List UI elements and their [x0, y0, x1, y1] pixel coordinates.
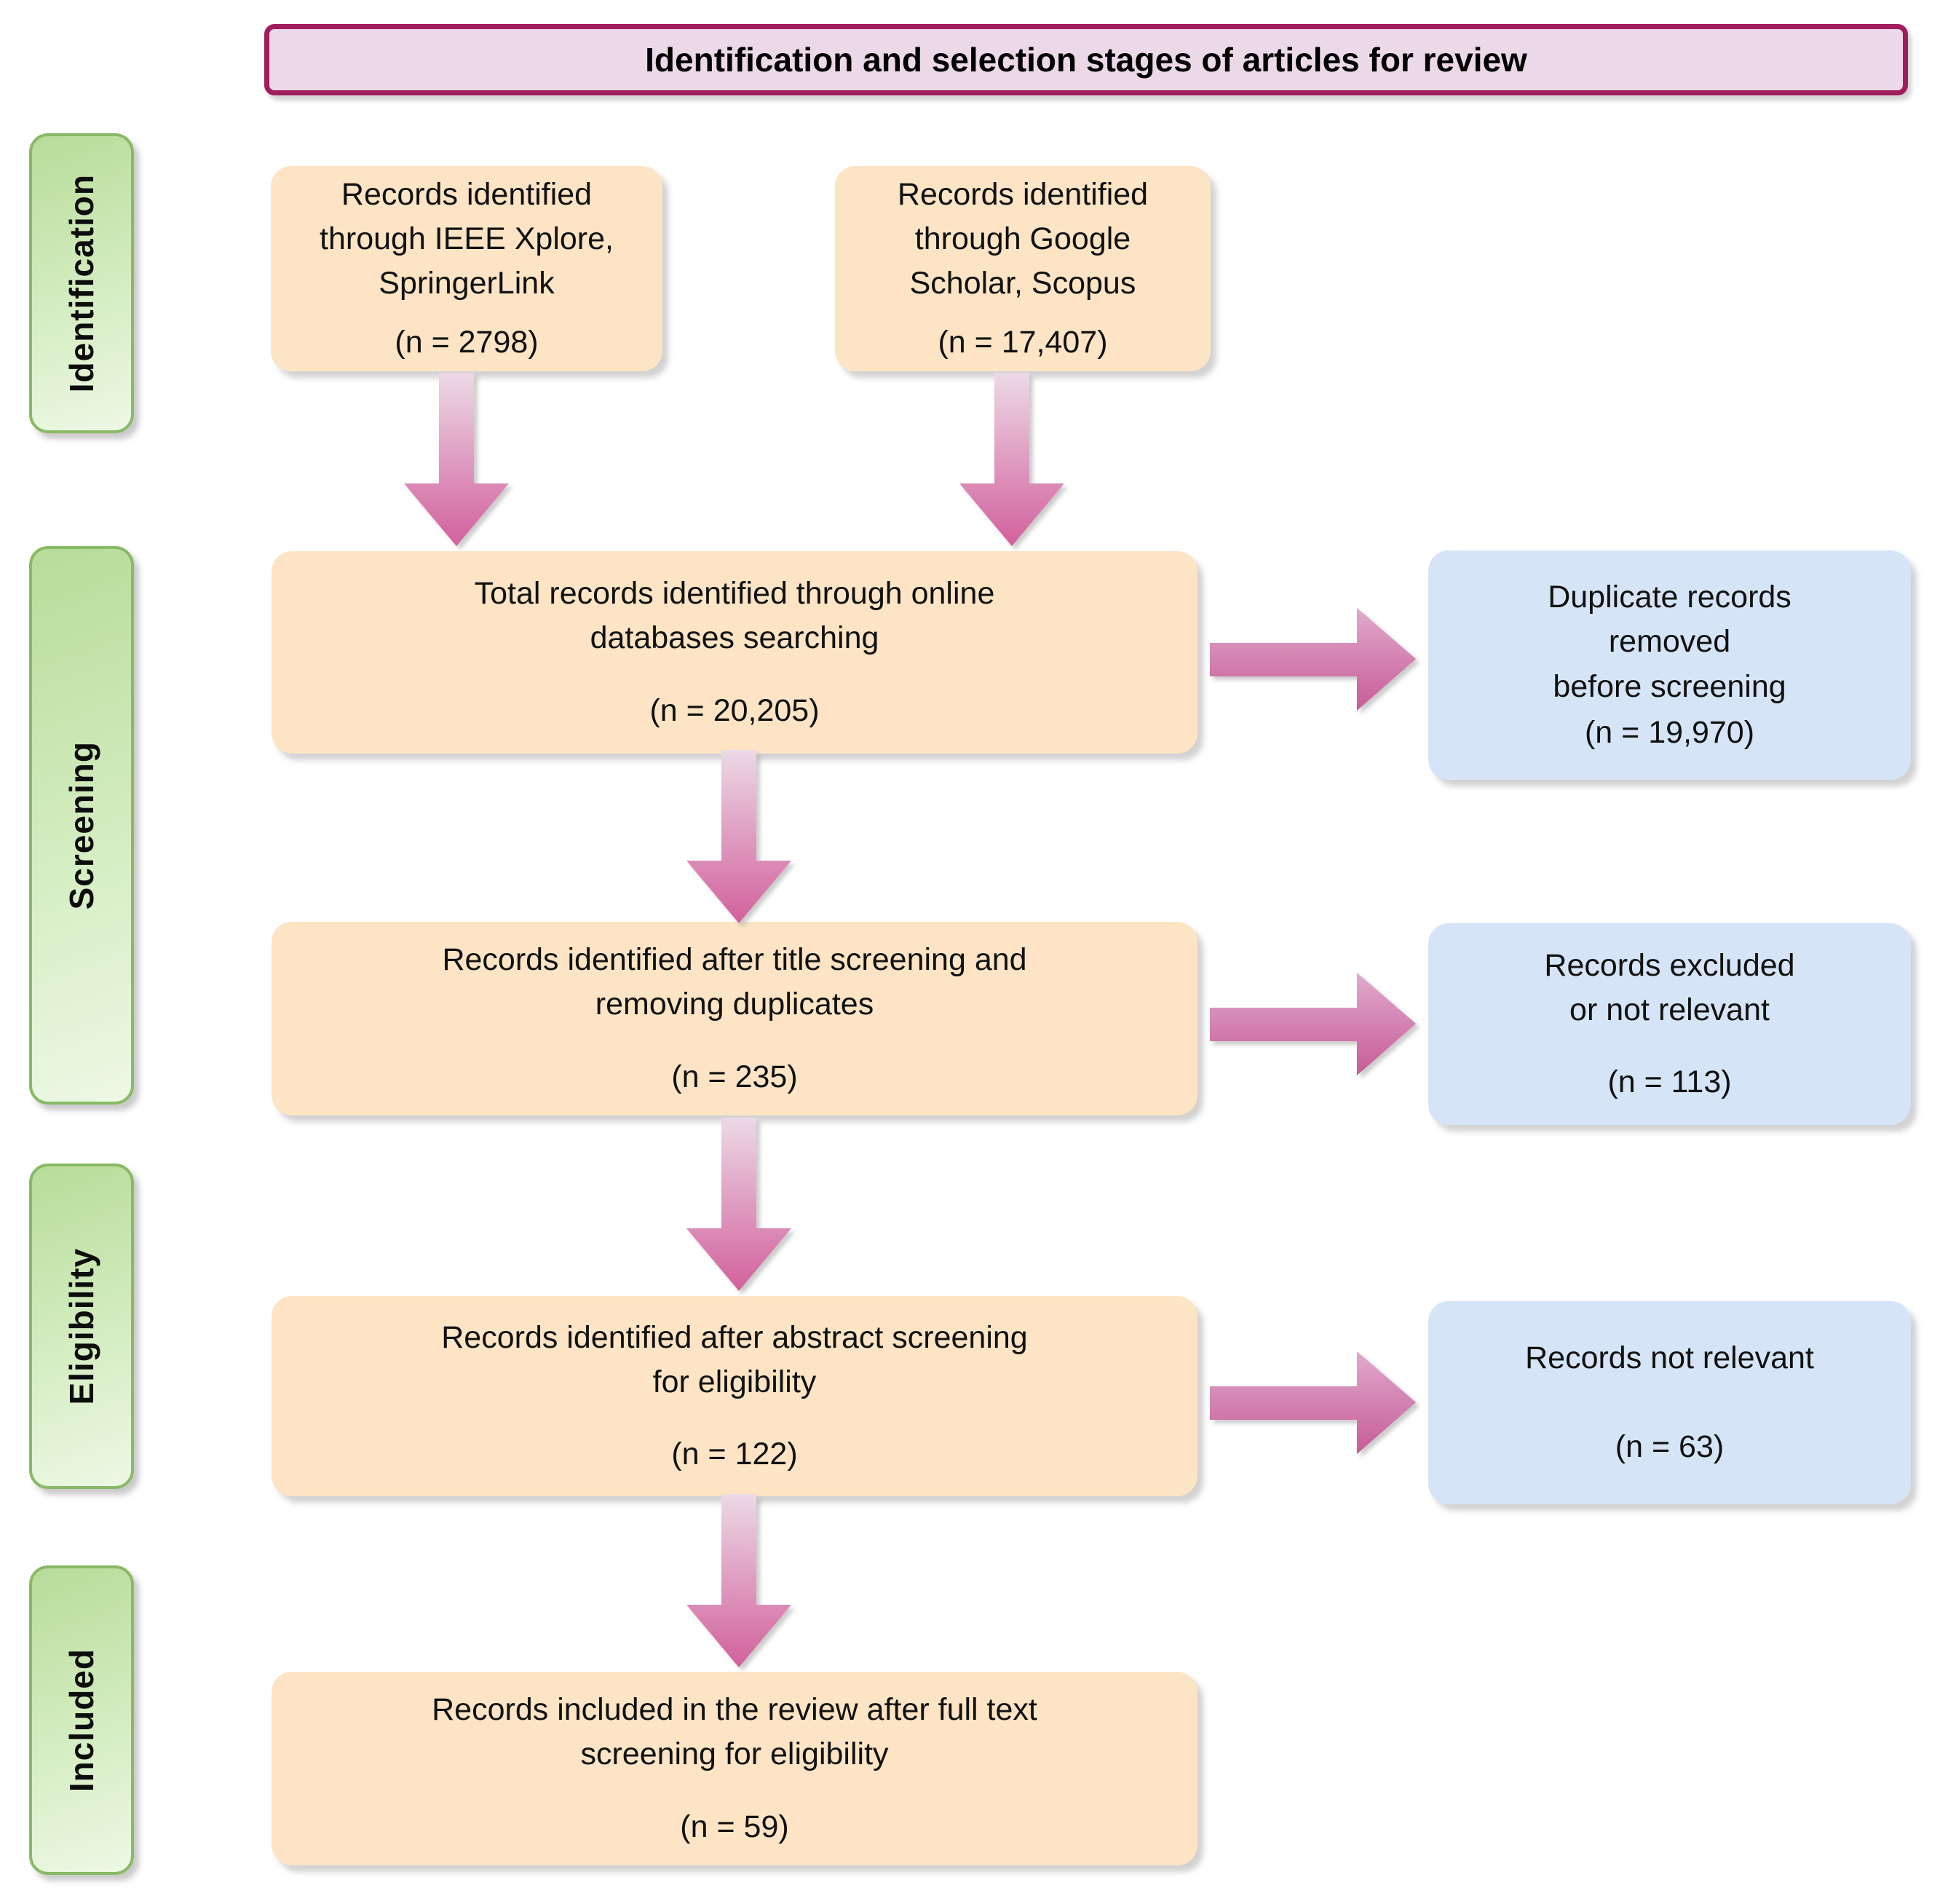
box-included-records-text: Records included in the review after ful… [432, 1692, 1037, 1772]
diagram-title-banner: Identification and selection stages of a… [264, 24, 1908, 95]
box-included-records: Records included in the review after ful… [272, 1672, 1197, 1865]
box-records-excluded: Records excluded or not relevant (n = 11… [1428, 923, 1911, 1125]
box-records-excluded-count: (n = 113) [1607, 1064, 1732, 1100]
box-title-screening: Records identified after title screening… [272, 922, 1197, 1115]
stage-screening-label: Screening [63, 740, 100, 910]
box-records-ieee-springer: Records identified through IEEE Xplore, … [271, 166, 662, 371]
arrow-down-icon [404, 373, 509, 546]
box-records-not-relevant-count: (n = 63) [1615, 1429, 1725, 1464]
arrow-right-icon [1210, 608, 1416, 711]
box-duplicates-removed-text: Duplicate records removed before screeni… [1548, 580, 1791, 704]
stage-eligibility: Eligibility [29, 1164, 134, 1489]
stage-screening: Screening [29, 546, 134, 1105]
box-abstract-screening-text: Records identified after abstract screen… [441, 1319, 1028, 1399]
box-total-records-text: Total records identified through online … [474, 576, 995, 656]
box-records-excluded-text: Records excluded or not relevant [1544, 947, 1795, 1027]
box-title-screening-count: (n = 235) [671, 1059, 798, 1094]
box-records-ieee-springer-count: (n = 2798) [395, 325, 539, 360]
arrow-right-icon [1210, 973, 1416, 1075]
box-abstract-screening: Records identified after abstract screen… [272, 1296, 1197, 1496]
stage-included: Included [29, 1565, 134, 1875]
box-included-records-count: (n = 59) [680, 1809, 789, 1844]
box-total-records-count: (n = 20,205) [649, 692, 820, 728]
arrow-right-icon [1210, 1351, 1416, 1454]
box-duplicates-removed-count: (n = 19,970) [1584, 714, 1755, 750]
stage-eligibility-label: Eligibility [63, 1247, 100, 1405]
arrow-down-icon [686, 750, 791, 923]
arrow-down-icon [686, 1118, 791, 1291]
box-duplicates-removed: Duplicate records removed before screeni… [1428, 550, 1911, 780]
box-title-screening-text: Records identified after title screening… [442, 942, 1027, 1022]
box-records-google-scopus-text: Records identified through Google Schola… [897, 176, 1149, 301]
box-records-ieee-springer-text: Records identified through IEEE Xplore, … [320, 176, 614, 301]
stage-identification: Identification [29, 133, 134, 433]
stage-included-label: Included [63, 1648, 100, 1793]
box-records-not-relevant-text: Records not relevant [1525, 1340, 1814, 1376]
box-records-google-scopus-count: (n = 17,407) [938, 325, 1108, 360]
box-records-google-scopus: Records identified through Google Schola… [835, 166, 1211, 371]
diagram-title: Identification and selection stages of a… [645, 41, 1527, 79]
box-total-records: Total records identified through online … [272, 551, 1197, 754]
box-records-not-relevant: Records not relevant (n = 63) [1428, 1301, 1911, 1504]
box-abstract-screening-count: (n = 122) [671, 1437, 798, 1472]
arrow-down-icon [959, 373, 1064, 546]
stage-identification-label: Identification [63, 173, 100, 393]
arrow-down-icon [686, 1494, 791, 1667]
